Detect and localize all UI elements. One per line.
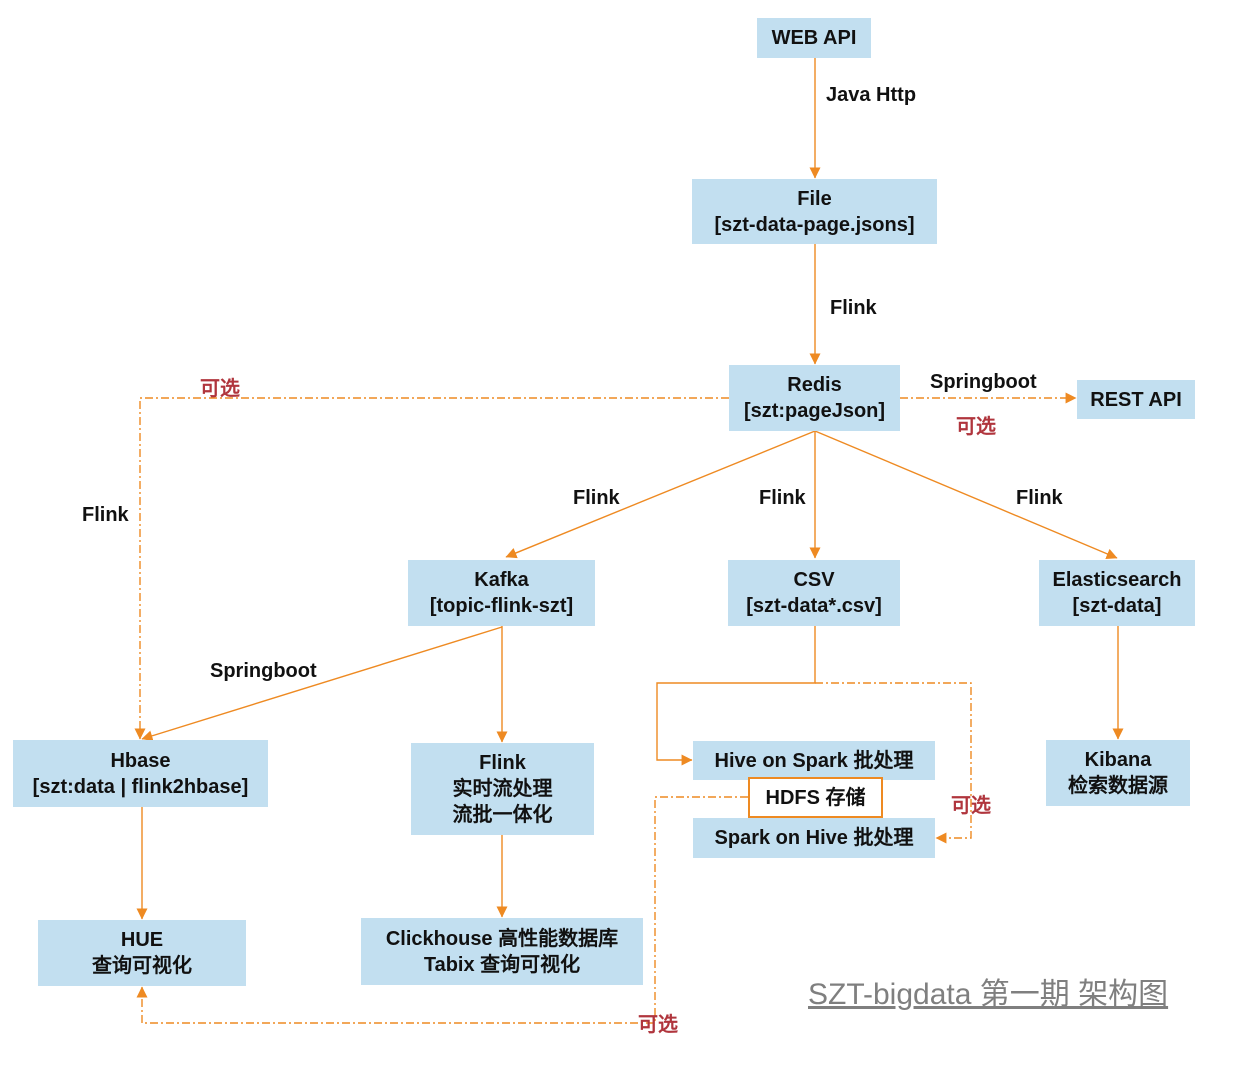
node-elasticsearch-title: Elasticsearch (1052, 569, 1182, 591)
node-kafka-detail: [topic-flink-szt] (429, 595, 574, 617)
node-spark-on-hive: Spark on Hive 批处理 (693, 818, 935, 858)
node-hbase: Hbase [szt:data | flink2hbase] (13, 740, 268, 807)
node-hbase-title: Hbase (110, 749, 171, 772)
node-file-detail: [szt-data-page.jsons] (714, 213, 915, 236)
node-elasticsearch: Elasticsearch [szt-data] (1039, 560, 1195, 626)
node-redis-title: Redis (787, 374, 842, 396)
label-optional-hbase: 可选 (200, 378, 240, 400)
node-web-api-label: WEB API (771, 27, 857, 49)
node-file-title: File (797, 187, 832, 210)
node-kibana-detail: 检索数据源 (1068, 775, 1168, 797)
node-spark-on-hive-label: Spark on Hive 批处理 (714, 827, 914, 849)
node-flink-detail-1: 实时流处理 (452, 778, 553, 800)
node-hdfs: HDFS 存储 (748, 777, 883, 818)
label-optional-hue: 可选 (638, 1014, 678, 1036)
node-rest-api-label: REST API (1090, 388, 1182, 411)
label-springboot-rest: Springboot (930, 371, 1037, 393)
node-hive-on-spark: Hive on Spark 批处理 (693, 741, 935, 780)
node-clickhouse-detail: Tabix 查询可视化 (423, 953, 581, 976)
edge-redis-to-elasticsearch (814, 430, 1118, 560)
node-file: File [szt-data-page.jsons] (692, 179, 937, 244)
label-java-http: Java Http (826, 84, 917, 106)
node-kafka-title: Kafka (474, 569, 529, 591)
node-hue-detail: 查询可视化 (92, 955, 192, 977)
edge-redis-to-hbase-optional (134, 397, 729, 740)
label-optional-spark-on-hive: 可选 (951, 795, 991, 817)
node-clickhouse: Clickhouse 高性能数据库 Tabix 查询可视化 (361, 918, 643, 985)
edge-kafka-to-hbase (141, 626, 503, 742)
edge-csv-to-hive-on-spark (656, 626, 816, 766)
node-hue-title: HUE (120, 929, 164, 951)
label-flink-hbase: Flink (82, 504, 129, 526)
node-hue: HUE 查询可视化 (38, 920, 246, 986)
label-flink-csv: Flink (759, 487, 806, 509)
label-springboot-hbase: Springboot (210, 660, 317, 682)
node-csv-title: CSV (793, 569, 835, 591)
label-flink-es: Flink (1016, 487, 1063, 509)
node-csv: CSV [szt-data*.csv] (728, 560, 900, 626)
node-web-api: WEB API (757, 18, 871, 58)
node-kibana: Kibana 检索数据源 (1046, 740, 1190, 806)
node-kibana-title: Kibana (1084, 749, 1152, 771)
node-clickhouse-title: Clickhouse 高性能数据库 (385, 927, 619, 950)
node-flink-title: Flink (479, 752, 526, 774)
edge-hdfs-to-hue-optional (136, 796, 748, 1024)
node-elasticsearch-detail: [szt-data] (1072, 595, 1162, 617)
node-hive-on-spark-label: Hive on Spark 批处理 (714, 749, 914, 772)
label-optional-rest: 可选 (956, 416, 996, 438)
node-redis-detail: [szt:pageJson] (743, 400, 886, 422)
node-flink: Flink 实时流处理 流批一体化 (411, 743, 594, 835)
diagram-title: SZT-bigdata 第一期 架构图 (808, 978, 1169, 1011)
node-csv-detail: [szt-data*.csv] (746, 595, 882, 617)
label-flink-file-redis: Flink (830, 297, 877, 319)
node-hdfs-label: HDFS 存储 (765, 786, 866, 809)
node-rest-api: REST API (1077, 380, 1195, 419)
node-flink-detail-2: 流批一体化 (452, 804, 553, 826)
node-redis: Redis [szt:pageJson] (729, 365, 900, 431)
edge-redis-to-kafka (505, 430, 816, 559)
node-kafka: Kafka [topic-flink-szt] (408, 560, 595, 626)
label-flink-kafka: Flink (573, 487, 620, 509)
node-hbase-detail: [szt:data | flink2hbase] (32, 775, 249, 798)
